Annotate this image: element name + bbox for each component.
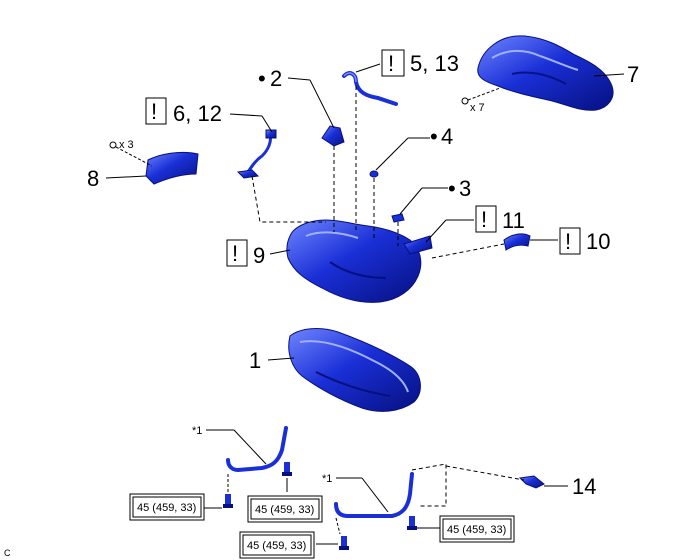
leader-9 <box>269 249 291 255</box>
part-2-plug <box>321 125 345 147</box>
assembly-line-14a <box>411 463 447 507</box>
part-9-fuel-tank <box>286 219 433 303</box>
torque-box-3 <box>439 515 515 543</box>
callout-9: 9 <box>253 243 265 268</box>
part-7-insulator <box>477 35 614 111</box>
qty-x3: x 3 <box>119 139 134 151</box>
warning-glyph-11: ! <box>481 207 487 232</box>
leader-6-12a <box>229 113 263 117</box>
bolt-icon-right-1 <box>407 516 417 530</box>
bolt-icon-left-2 <box>223 494 233 508</box>
part-8-protector <box>145 151 199 185</box>
leader-6-12b <box>261 115 273 133</box>
asterisk-label-left: *1 <box>192 425 202 437</box>
torque-value-4: 45 (459, 33) <box>247 540 306 552</box>
callout-10: 10 <box>586 229 610 254</box>
warning-glyph-9: ! <box>232 241 238 266</box>
callout-bullet-4: • <box>430 124 438 149</box>
part-6-12-hose <box>236 129 277 179</box>
leader-band-right-b <box>361 477 389 513</box>
warning-box-6-12 <box>145 97 167 125</box>
part-3-gasket <box>391 213 405 223</box>
warning-box-5-13 <box>381 49 405 77</box>
asterisk-label-right: *1 <box>322 473 332 485</box>
corner-code: C <box>4 548 11 558</box>
torque-value-1: 45 (459, 33) <box>137 502 196 514</box>
leader-clip-7 <box>467 87 501 101</box>
warning-glyph-5-13: ! <box>388 51 394 76</box>
callout-1: 1 <box>249 348 261 373</box>
callout-bullet-3: • <box>448 176 456 201</box>
bolt-icon-right-2 <box>339 536 349 550</box>
callout-bullet-2: • <box>258 66 266 91</box>
torque-value-2: 45 (459, 33) <box>255 504 314 516</box>
torque-box-2 <box>247 495 323 523</box>
torque-value-3: 45 (459, 33) <box>447 524 506 536</box>
assembly-line-14b <box>445 465 525 481</box>
callout-8: 8 <box>87 166 99 191</box>
callout-2: 2 <box>270 66 282 91</box>
torque-box-1 <box>129 493 205 521</box>
callout-11: 11 <box>502 208 525 233</box>
assembly-line-10 <box>431 243 505 259</box>
part-4-gasket <box>369 170 379 178</box>
leader-3b <box>399 187 423 215</box>
leader-band-left-b <box>233 429 267 465</box>
callout-4: 4 <box>441 124 453 149</box>
callout-7: 7 <box>627 62 639 87</box>
tank-band-right <box>334 472 414 518</box>
leader-5-13 <box>355 63 381 73</box>
callout-5-13: 5, 13 <box>410 51 459 76</box>
torque-box-4 <box>239 531 315 559</box>
callout-3: 3 <box>459 176 471 201</box>
tank-band-left <box>226 426 288 473</box>
leader-8 <box>105 175 147 179</box>
leader-2a <box>287 77 311 81</box>
clip-icon-8 <box>109 141 117 149</box>
part-10-hose <box>503 233 531 251</box>
assembly-line-bolt-right-2 <box>335 517 341 535</box>
leader-clip-8 <box>115 146 153 167</box>
part-1-tank-protector <box>288 328 421 412</box>
warning-glyph-10: ! <box>565 229 571 254</box>
callout-14: 14 <box>572 474 596 499</box>
bolt-icon-left-1 <box>282 462 292 476</box>
warning-box-11 <box>475 205 497 233</box>
leader-4b <box>375 137 409 171</box>
leader-2b <box>309 79 335 129</box>
qty-x7: x 7 <box>470 102 485 114</box>
leader-7 <box>593 73 625 77</box>
warning-box-10 <box>559 227 581 255</box>
leader-1 <box>267 357 295 361</box>
part-14-clip <box>518 475 545 489</box>
part-5-13-tube <box>342 71 398 106</box>
assembly-line-6-12 <box>251 175 326 223</box>
warning-glyph-6-12: ! <box>151 99 157 124</box>
callout-6-12: 6, 12 <box>173 101 222 126</box>
warning-box-9 <box>226 239 248 267</box>
clip-icon-7 <box>461 97 469 105</box>
leader-11b <box>425 219 447 243</box>
